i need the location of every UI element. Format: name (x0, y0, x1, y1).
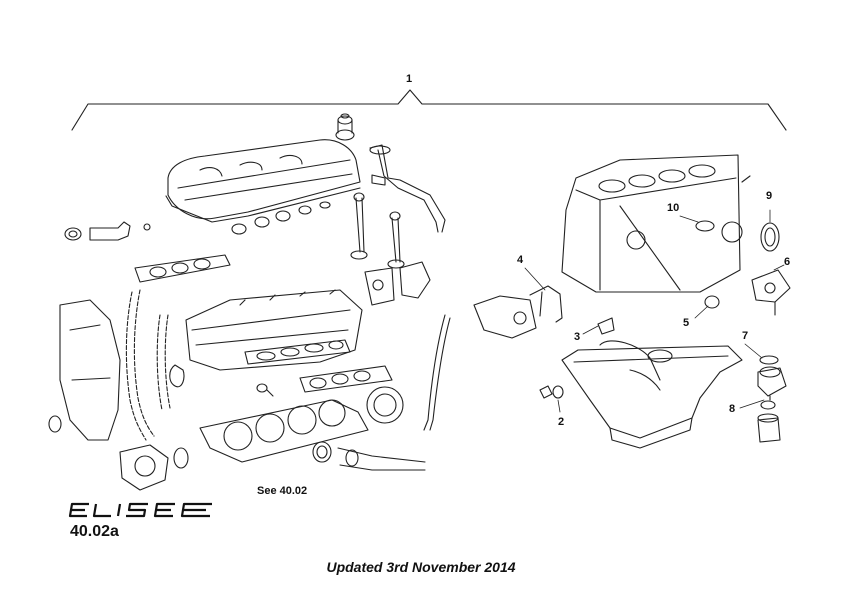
breather-pipe (369, 144, 446, 233)
timing-gasket (125, 289, 185, 441)
callout-1: 1 (406, 73, 413, 85)
oil-filter (757, 355, 787, 443)
cam-cover (165, 139, 361, 223)
oil-filler-cap (335, 113, 355, 141)
leader-lines (524, 209, 785, 413)
callout-4: 4 (517, 254, 524, 266)
seal-5 (704, 295, 720, 309)
callout-9: 9 (766, 190, 773, 202)
kit-bracket (71, 89, 787, 131)
callout-10: 10 (667, 202, 680, 214)
crank-seal (312, 441, 332, 463)
callout-5: 5 (683, 317, 690, 329)
oil-pump (473, 285, 563, 339)
water-pump (119, 444, 189, 491)
inlet-gaskets (244, 339, 393, 393)
rear-main-seal (760, 222, 780, 252)
callout-8: 8 (729, 403, 736, 415)
callout-6: 6 (784, 256, 791, 268)
page-code: 40.02a (70, 523, 119, 540)
head-gasket (199, 399, 369, 463)
updated-note: Updated 3rd November 2014 (326, 559, 516, 575)
callout-2: 2 (558, 416, 565, 428)
small-seal (256, 383, 274, 397)
cylinder-head (185, 289, 363, 371)
core-plug (695, 220, 715, 232)
oil-sump (561, 340, 743, 449)
engine-block (561, 154, 751, 293)
throttle-bracket (364, 261, 431, 306)
elise-logo (68, 502, 212, 518)
sump-plug (539, 385, 564, 399)
reference-note: See 40.02 (257, 485, 308, 497)
dipstick (423, 314, 451, 431)
throttle-gasket (366, 386, 404, 424)
exhaust-gasket (134, 254, 231, 283)
callout-3: 3 (574, 331, 581, 343)
valves (350, 192, 405, 269)
injector (64, 221, 151, 241)
coolant-hose (337, 447, 426, 471)
oil-switch (751, 269, 791, 316)
seal-3 (597, 317, 615, 335)
callout-7: 7 (742, 330, 749, 342)
valve-seals (231, 201, 331, 235)
timing-cover (48, 299, 121, 441)
